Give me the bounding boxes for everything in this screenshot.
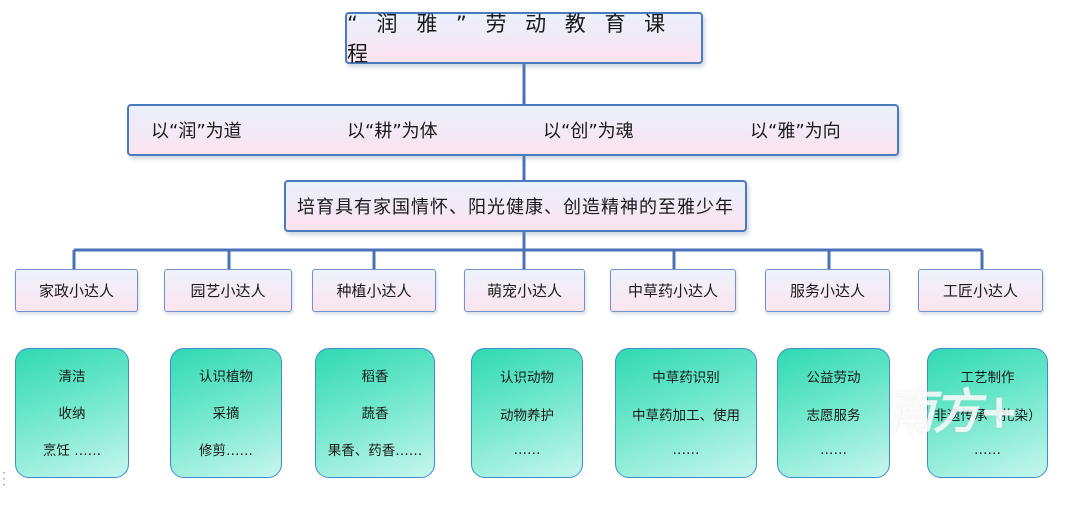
activity-item: ……	[513, 442, 541, 458]
activity-item: ……	[820, 442, 847, 458]
activity-item: 志愿服务	[806, 408, 861, 424]
activity-item: 认识动物	[500, 370, 554, 386]
activity-item: ……	[974, 442, 1001, 458]
activity-item: 中草药加工、使用	[632, 408, 740, 424]
activity-item: 蔬香	[361, 405, 389, 422]
drag-handle-icon: ···	[2, 466, 6, 492]
course-title: “ 润 雅 ” 劳 动 教 育 课 程	[347, 12, 672, 66]
activity-card-housekeeping: 清洁 收纳 烹饪 ……	[15, 348, 129, 478]
activity-item: 非遗传承（扎染）	[933, 408, 1042, 424]
activity-card-service: 公益劳动 志愿服务 ……	[777, 348, 890, 478]
activity-item: 清洁	[58, 369, 86, 386]
activity-item: 动物养护	[500, 408, 554, 424]
activity-item: 公益劳动	[806, 370, 861, 386]
principle-hun: 以“创”为魂	[543, 121, 634, 142]
category-gardening: 园艺小达人	[164, 269, 292, 312]
principle-ti: 以“耕”为体	[347, 121, 438, 142]
activity-item: 烹饪 ……	[42, 442, 102, 459]
activity-item: 果香、药香……	[327, 442, 423, 459]
activity-item: 工艺制作	[960, 370, 1015, 386]
principle-xiang: 以“雅”为向	[750, 121, 841, 142]
activity-item: 修剪……	[199, 442, 253, 459]
course-title-box: “ 润 雅 ” 劳 动 教 育 课 程	[345, 12, 703, 66]
activity-item: 认识植物	[199, 369, 253, 386]
activity-card-planting: 稻香 蔬香 果香、药香……	[315, 348, 435, 478]
activity-card-craftsman: 工艺制作 非遗传承（扎染） ……	[927, 348, 1048, 478]
goal-box: 培育具有家国情怀、阳光健康、创造精神的至雅少年	[284, 180, 747, 232]
category-housekeeping: 家政小达人	[15, 269, 138, 312]
activity-card-pets: 认识动物 动物养护 ……	[471, 348, 583, 478]
principle-dao: 以“润”为道	[151, 121, 242, 142]
category-herbal-medicine: 中草药小达人	[610, 269, 736, 312]
activity-item: 稻香	[361, 369, 389, 386]
activity-item: 中草药识别	[652, 370, 720, 386]
activity-item: 采摘	[212, 405, 240, 422]
activity-item: 收纳	[58, 405, 86, 422]
category-pets: 萌宠小达人	[464, 269, 585, 312]
activity-card-gardening: 认识植物 采摘 修剪……	[170, 348, 282, 478]
activity-item: ……	[672, 442, 700, 458]
category-service: 服务小达人	[765, 269, 890, 312]
goal-text: 培育具有家国情怀、阳光健康、创造精神的至雅少年	[297, 197, 734, 218]
activity-card-herbal-medicine: 中草药识别 中草药加工、使用 ……	[615, 348, 757, 478]
principles-box: 以“润”为道 以“耕”为体 以“创”为魂 以“雅”为向	[127, 104, 899, 156]
category-planting: 种植小达人	[312, 269, 436, 312]
category-craftsman: 工匠小达人	[918, 269, 1043, 312]
